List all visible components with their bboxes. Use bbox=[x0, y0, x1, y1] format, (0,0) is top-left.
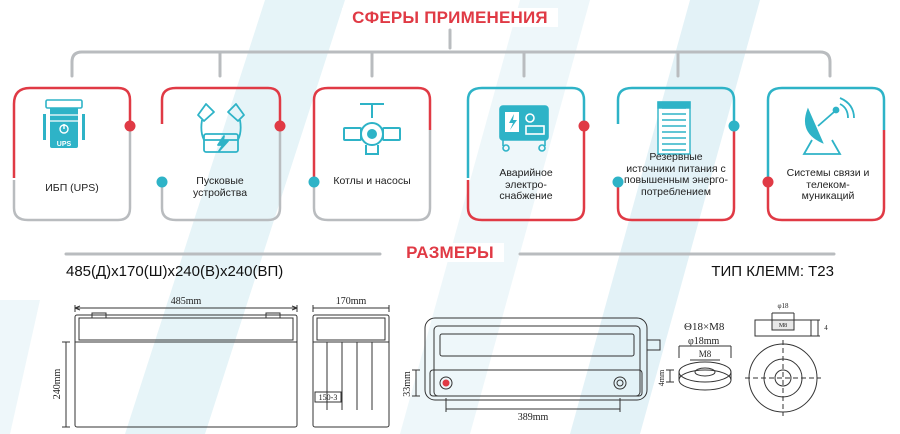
top-height-label: 33mm bbox=[402, 371, 413, 397]
card-telecom bbox=[762, 86, 886, 222]
dimensions-title: РАЗМЕРЫ bbox=[0, 243, 900, 263]
battery-front-view bbox=[62, 305, 298, 428]
svg-text:UPS: UPS bbox=[57, 141, 72, 148]
washer-thickness-label: 4mm bbox=[657, 369, 666, 386]
dimensions-text: 485(Д)x170(Ш)x240(В)x240(ВП) bbox=[66, 263, 284, 280]
washer-thread-label: M8 bbox=[699, 349, 712, 359]
terminal-thread-label: M8 bbox=[779, 323, 787, 329]
generator-icon bbox=[499, 105, 549, 152]
bolt-label: Θ18×M8 bbox=[684, 321, 725, 333]
top-span-label: 389mm bbox=[518, 412, 549, 423]
terminal-height-label: 4 bbox=[824, 324, 828, 332]
card-boilers bbox=[308, 86, 432, 222]
card-label-emergency: Аварийное электро-снабжение bbox=[499, 167, 553, 202]
server-rack-icon bbox=[657, 101, 691, 155]
front-height-label: 240mm bbox=[52, 369, 63, 400]
card-label-reserve: Резервные источники питания с повышенным… bbox=[624, 151, 728, 198]
ups-icon bbox=[43, 99, 85, 148]
card-ups bbox=[12, 86, 136, 222]
card-label-ups: ИБП (UPS) bbox=[45, 182, 99, 194]
terminal-dia-label: φ18 bbox=[777, 302, 789, 310]
battery-top-view bbox=[412, 317, 661, 412]
card-label-jumpers: Пусковые устройства bbox=[192, 175, 248, 199]
card-label-boilers: Котлы и насосы bbox=[333, 175, 411, 187]
card-jumpers bbox=[156, 86, 286, 222]
washer-detail bbox=[666, 345, 732, 391]
card-label-telecom: Системы связи и телеком-муникаций bbox=[786, 167, 870, 202]
terminal-type: ТИП КЛЕММ: T23 bbox=[711, 263, 834, 280]
side-width-label: 170mm bbox=[336, 296, 367, 307]
card-reserve bbox=[612, 86, 740, 222]
card-emergency bbox=[466, 86, 590, 222]
terminal-detail bbox=[745, 312, 821, 416]
side-model-label: 150-3 bbox=[319, 393, 338, 402]
valve-pipe-icon bbox=[343, 103, 401, 155]
satellite-dish-icon bbox=[802, 97, 855, 155]
applications-title: СФЕРЫ ПРИМЕНЕНИЯ bbox=[0, 8, 900, 28]
front-width-label: 485mm bbox=[171, 296, 202, 307]
battery-side-view bbox=[312, 305, 390, 428]
washer-dia-label: φ18mm bbox=[688, 336, 720, 347]
jumper-cables-icon bbox=[197, 103, 245, 153]
